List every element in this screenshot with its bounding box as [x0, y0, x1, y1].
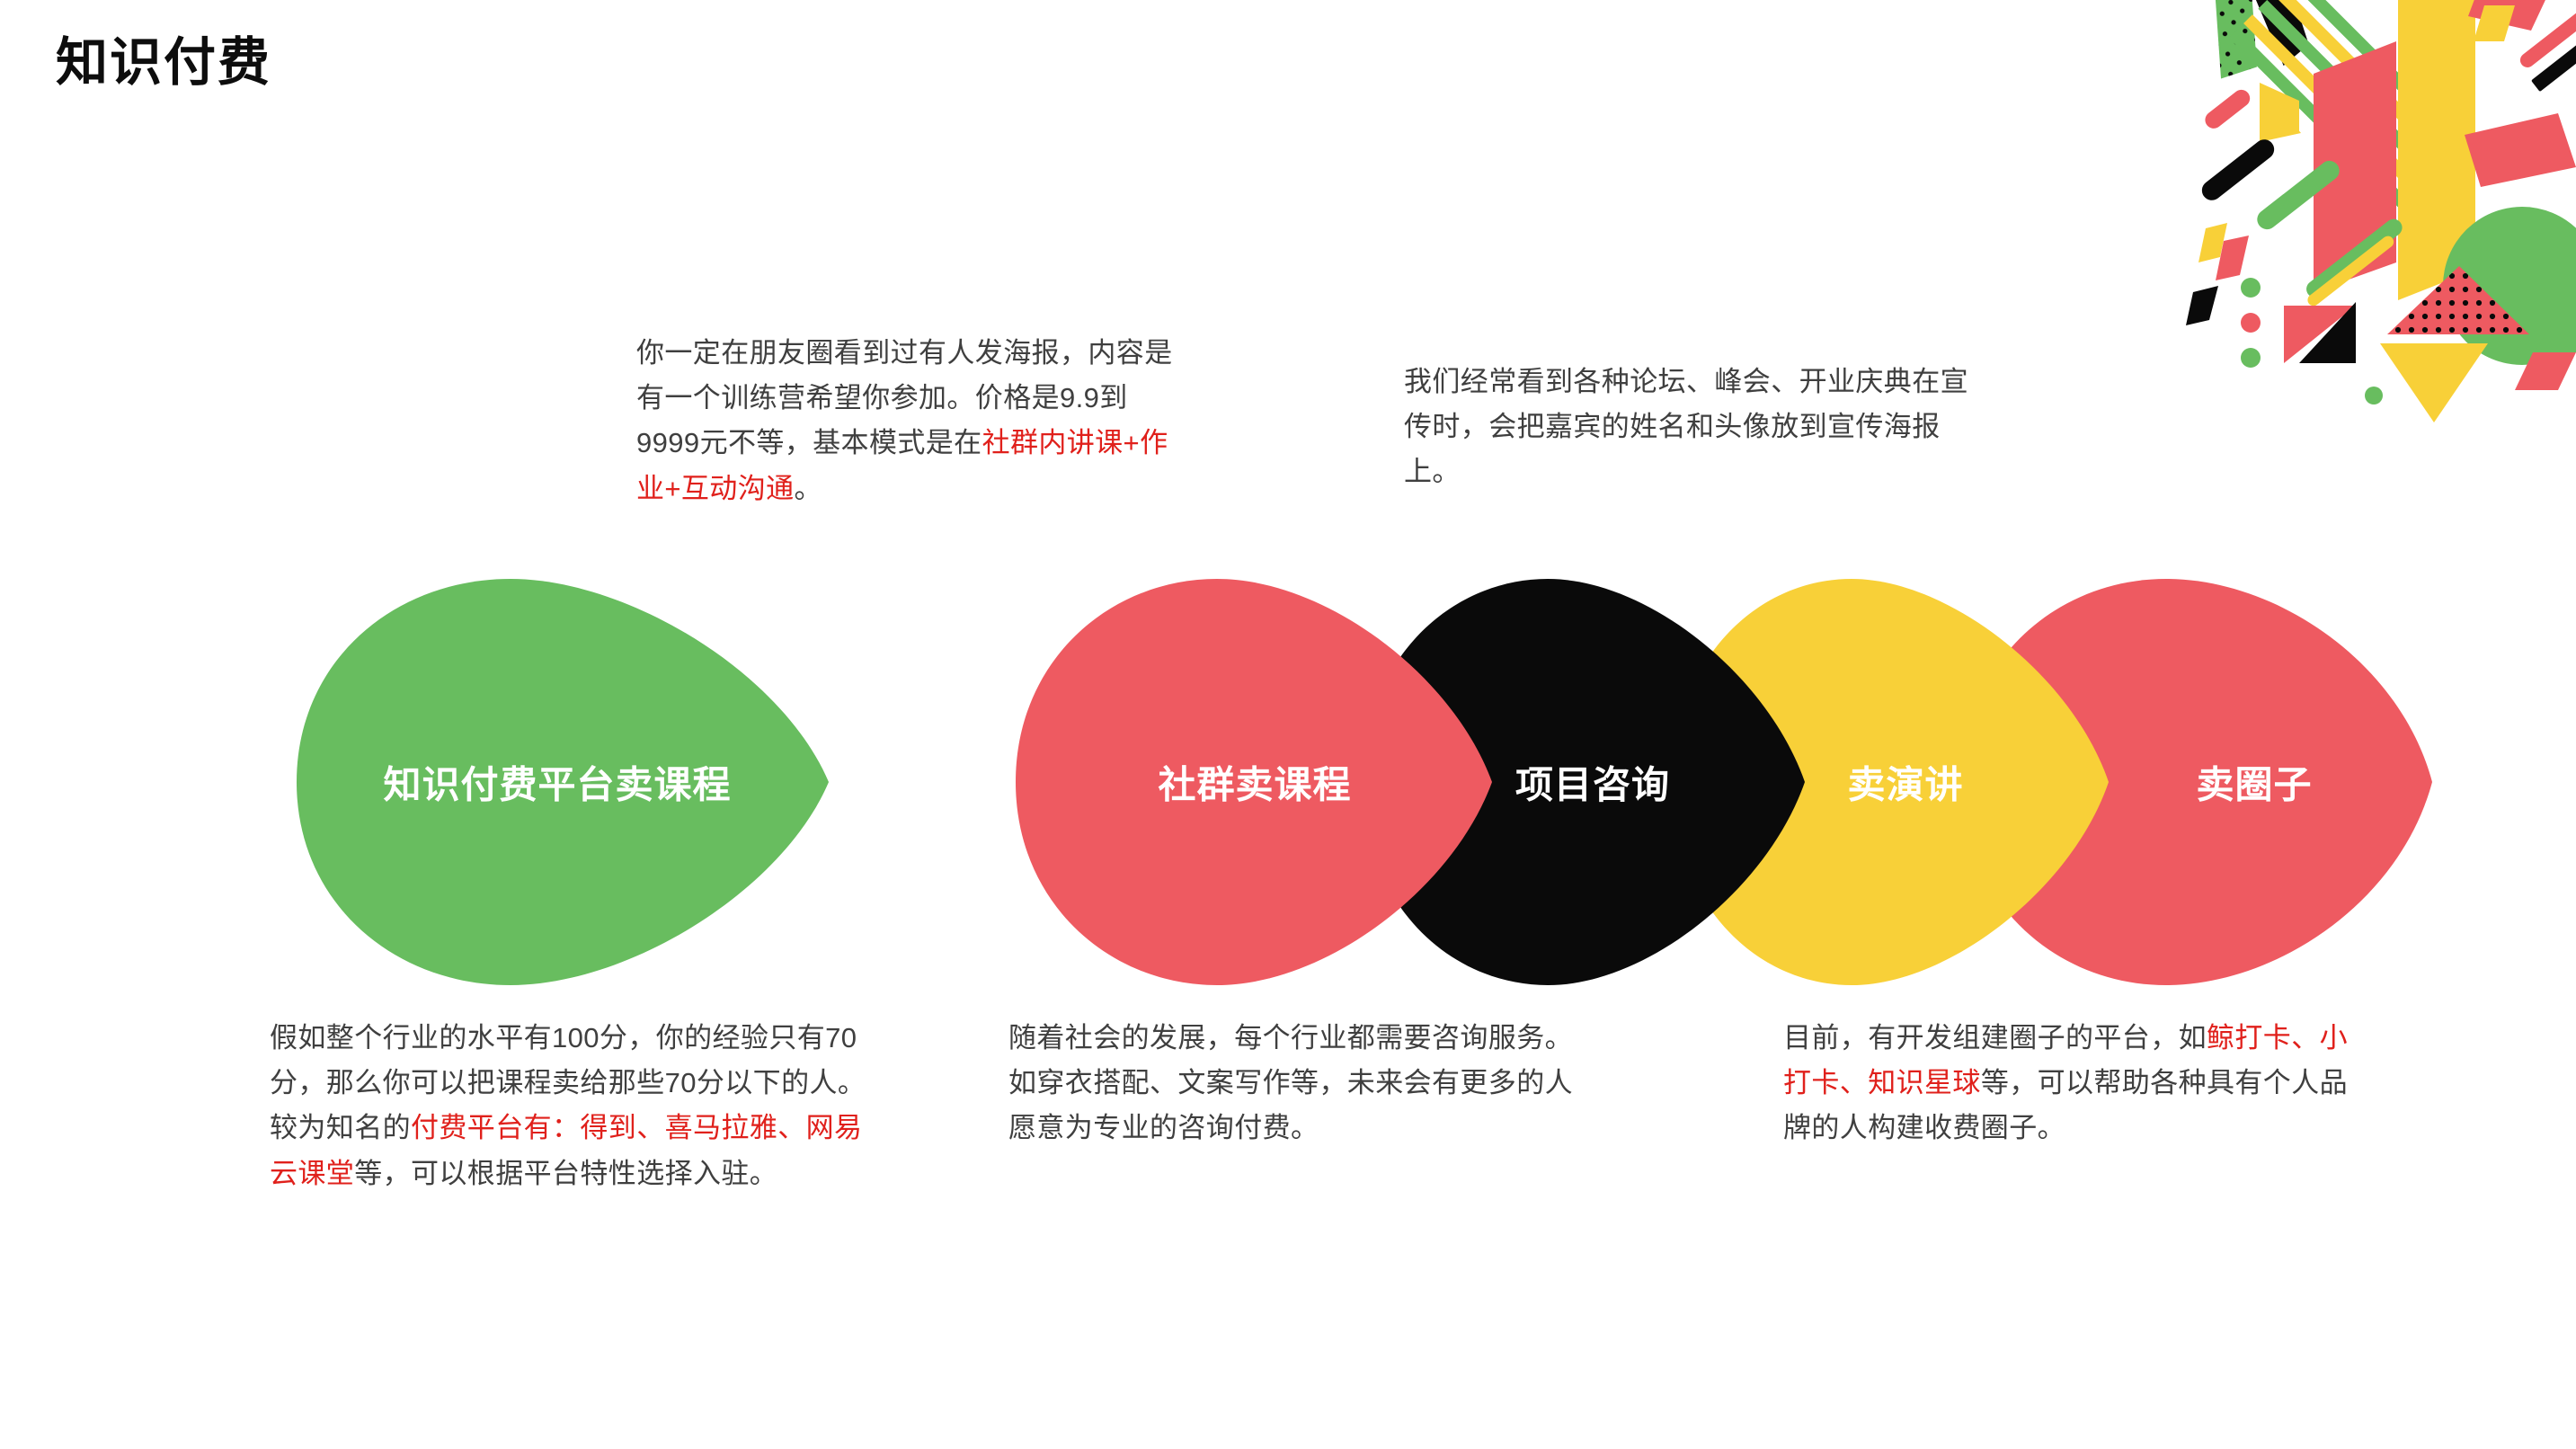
deco-green-sliver-right: [2535, 325, 2576, 352]
body-text: 我们经常看到各种论坛、峰会、开业庆典在宣传时，会把嘉宾的姓名和头像放到宣传海报上…: [1404, 366, 1968, 488]
deco-yellow-diamond: [2198, 223, 2227, 262]
deco-yellow-triangle-left2: [2260, 83, 2301, 142]
body-text: 等，可以根据平台特性选择入驻。: [354, 1157, 778, 1189]
process-shape-1[interactable]: [297, 579, 829, 985]
deco-red-diamond: [2216, 236, 2249, 280]
highlighted-text: 社群内讲课+作业+互动沟通: [636, 427, 1168, 504]
process-shape-4[interactable]: [1673, 579, 2109, 985]
deco-green-dot-2: [2241, 348, 2261, 368]
body-text: 你一定在朋友圈看到过有人发海报，内容是有一个训练营希望你参加。价格是9.9到99…: [636, 337, 1173, 459]
deco-black-triangle: [2299, 302, 2356, 363]
deco-red-bar-tr: [2519, 1, 2576, 67]
deco-black-bar: [2201, 139, 2275, 200]
body-text: 目前，有开发组建圈子的平台，如: [1783, 1022, 2207, 1053]
deco-green-bar-2: [2306, 218, 2403, 298]
deco-yellow-triangle-down: [2380, 343, 2488, 422]
deco-black-diamond: [2186, 286, 2218, 325]
deco-red-triangle-small: [2284, 306, 2356, 363]
note-top-right: 我们经常看到各种论坛、峰会、开业庆典在宣传时，会把嘉宾的姓名和头像放到宣传海报上…: [1404, 360, 1968, 495]
body-text: 等，可以帮助各种具有个人品牌的人构建收费圈子。: [1783, 1067, 2349, 1144]
process-shapes-svg: [297, 579, 2432, 985]
highlighted-text: 鲸打卡、小打卡、知识星球: [1783, 1022, 2348, 1099]
deco-yellow-top-right: [2474, 5, 2515, 41]
deco-yellow-parallelogram: [2398, 0, 2475, 300]
deco-yellow-bar: [2307, 236, 2394, 307]
highlighted-text: 付费平台有：得到、喜马拉雅、网易云课堂: [270, 1112, 863, 1189]
deco-red-dot: [2241, 313, 2261, 333]
process-shape-5[interactable]: [1962, 579, 2432, 985]
deco-black-bar-tr: [2531, 34, 2576, 92]
deco-red-chevron-right: [2465, 113, 2576, 187]
deco-green-circle: [2443, 207, 2576, 365]
deco-red-bar: [2205, 89, 2251, 129]
deco-yellow-triangle-left: [2260, 83, 2299, 139]
deco-green-dot-3: [2365, 387, 2383, 404]
deco-red-top-right: [2468, 0, 2545, 31]
deco-red-diamond-right: [2515, 352, 2576, 390]
deco-red-parallelogram: [2314, 41, 2396, 292]
body-text: 假如整个行业的水平有100分，你的经验只有70分，那么你可以把课程卖给那些70分…: [270, 1022, 866, 1144]
deco-green-dot-1: [2241, 278, 2261, 298]
memphis-decoration-svg: [2186, 0, 2576, 422]
body-text: 随着社会的发展，每个行业都需要咨询服务。如穿衣搭配、文案写作等，未来会有更多的人…: [1008, 1022, 1573, 1144]
body-text: 。: [794, 472, 822, 504]
note-top-left: 你一定在朋友圈看到过有人发海报，内容是有一个训练营希望你参加。价格是9.9到99…: [636, 331, 1183, 511]
page-title: 知识付费: [56, 33, 272, 92]
process-shape-2[interactable]: [1016, 579, 1492, 985]
deco-diagonal-stripes: [2228, 0, 2487, 229]
deco-dotted-wedge: [2214, 0, 2309, 79]
memphis-decoration: [2109, 0, 2576, 467]
note-bottom-left: 假如整个行业的水平有100分，你的经验只有70分，那么你可以把课程卖给那些70分…: [270, 1016, 874, 1196]
process-shape-band: 知识付费平台卖课程 社群卖课程 项目咨询 卖演讲 卖圈子: [297, 575, 2432, 989]
note-bottom-center: 随着社会的发展，每个行业都需要咨询服务。如穿衣搭配、文案写作等，未来会有更多的人…: [1008, 1016, 1584, 1151]
deco-green-bar-1: [2257, 160, 2340, 230]
deco-dotted-red-triangle: [2387, 266, 2529, 334]
process-shape-3[interactable]: [1363, 579, 1805, 985]
note-bottom-right: 目前，有开发组建圈子的平台，如鲸打卡、小打卡、知识星球等，可以帮助各种具有个人品…: [1783, 1016, 2355, 1151]
